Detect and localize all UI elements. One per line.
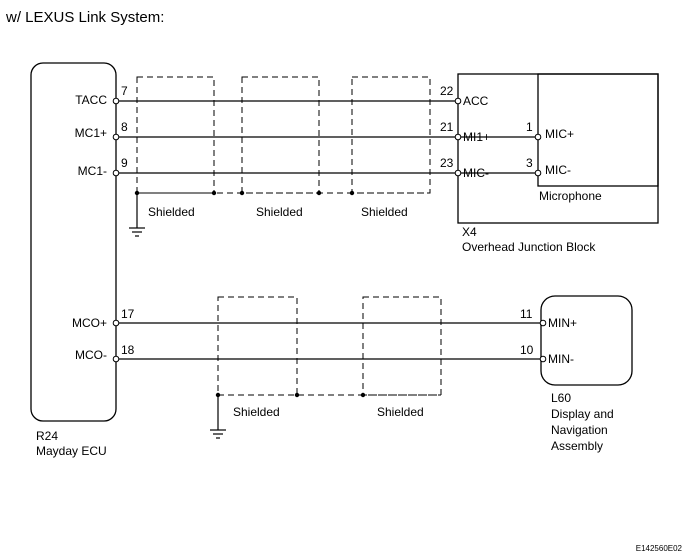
junction-block-code: X4 [462,225,477,239]
shield-label: Shielded [256,205,303,219]
ecu-pin-num-8: 8 [121,120,128,134]
jb-pin-num-23: 23 [440,156,454,170]
terminal [539,319,547,327]
jb-pin-num-21: 21 [440,120,454,134]
mic-pin-label-mic-plus: MIC+ [545,127,574,141]
splice-point [316,190,322,196]
diagram-title: w/ LEXUS Link System: [5,9,164,26]
ecu-pin-label-mc1-minus: MC1- [78,164,107,178]
ecu-name: Mayday ECU [36,444,107,458]
microphone-name: Microphone [539,189,602,203]
terminal [534,169,542,177]
shield-box [362,296,442,396]
terminal [539,355,547,363]
shield-label: Shielded [377,405,424,419]
terminal [112,97,120,105]
splice-point [211,190,217,196]
junction-block-name: Overhead Junction Block [462,240,596,254]
ecu-code: R24 [36,429,58,443]
ecu-pin-label-mc1-plus: MC1+ [75,126,107,140]
terminal [454,133,462,141]
ecu-pin-label-mco-plus: MCO+ [72,316,107,330]
shield-box [351,76,431,194]
ecu-pin-num-18: 18 [121,343,135,357]
shield-label: Shielded [233,405,280,419]
shield-label: Shielded [148,205,195,219]
jb-pin-label-acc: ACC [463,94,489,108]
jb-pin-num-22: 22 [440,84,454,98]
display-pin-label-min-minus: MIN- [548,352,574,366]
display-pin-label-min-plus: MIN+ [548,316,577,330]
shield-box [136,76,215,194]
ecu-pin-num-7: 7 [121,84,128,98]
display-name-line1: Display and [551,407,614,421]
display-code: L60 [551,391,571,405]
ground-icon [210,429,226,439]
display-box [540,295,633,386]
microphone-box [537,73,659,187]
terminal [534,133,542,141]
shield-label: Shielded [361,205,408,219]
terminal [112,319,120,327]
mic-pin-num-3: 3 [526,156,533,170]
mic-pin-label-mic-minus: MIC- [545,163,571,177]
display-name-line3: Assembly [551,439,603,453]
splice-point [294,392,300,398]
figure-code: E142560E02 [636,544,683,553]
splice-point [349,190,355,196]
display-name-line2: Navigation [551,423,608,437]
ecu-pin-num-9: 9 [121,156,128,170]
shield-box [241,76,320,194]
display-pin-num-11: 11 [520,307,533,321]
splice-point [360,392,366,398]
ecu-box [30,62,117,422]
ecu-pin-num-17: 17 [121,307,135,321]
ground-icon [129,227,145,237]
terminal [112,169,120,177]
terminal [112,133,120,141]
ecu-pin-label-mco-minus: MCO- [75,348,107,362]
terminal [454,169,462,177]
display-pin-num-10: 10 [520,343,534,357]
terminal [454,97,462,105]
mic-pin-num-1: 1 [526,120,533,134]
shield-box [217,296,298,396]
splice-point [239,190,245,196]
ecu-pin-label-tacc: TACC [75,93,107,107]
terminal [112,355,120,363]
